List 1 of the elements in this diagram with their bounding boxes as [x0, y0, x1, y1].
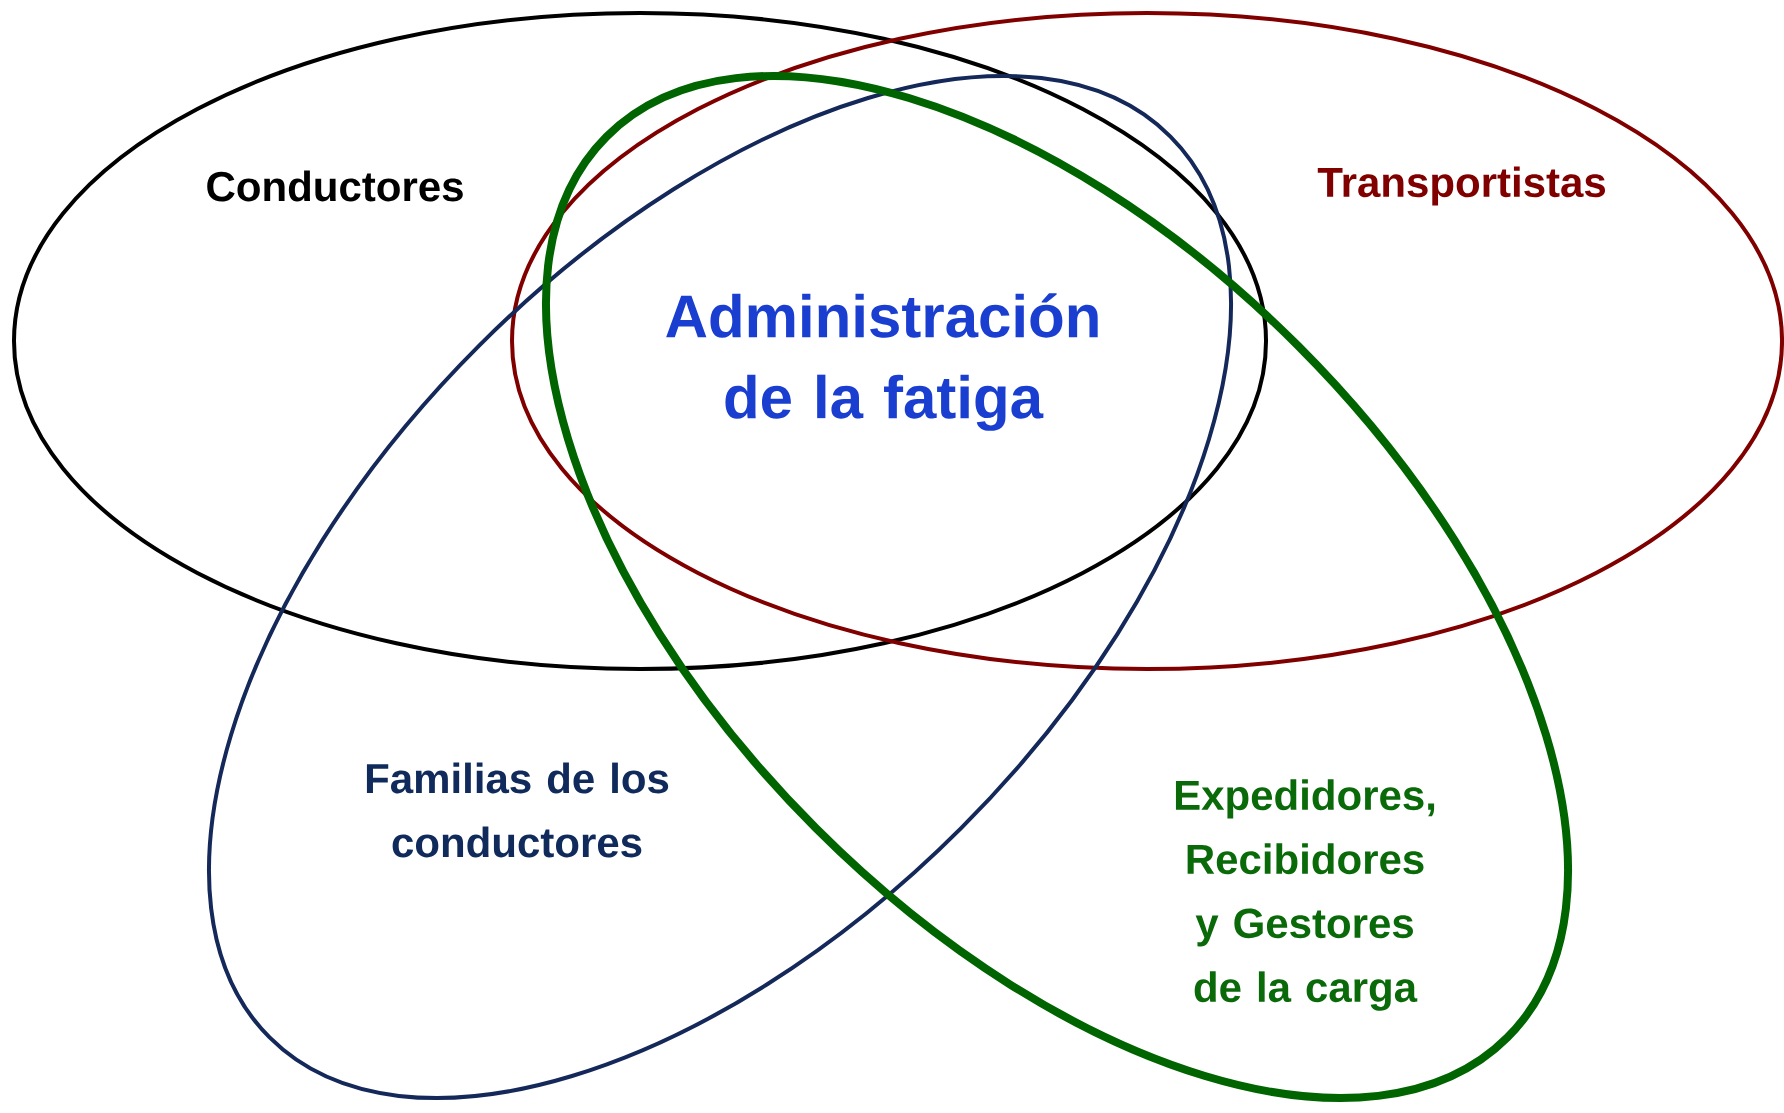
- center-title: Administración de la fatiga: [666, 293, 1098, 431]
